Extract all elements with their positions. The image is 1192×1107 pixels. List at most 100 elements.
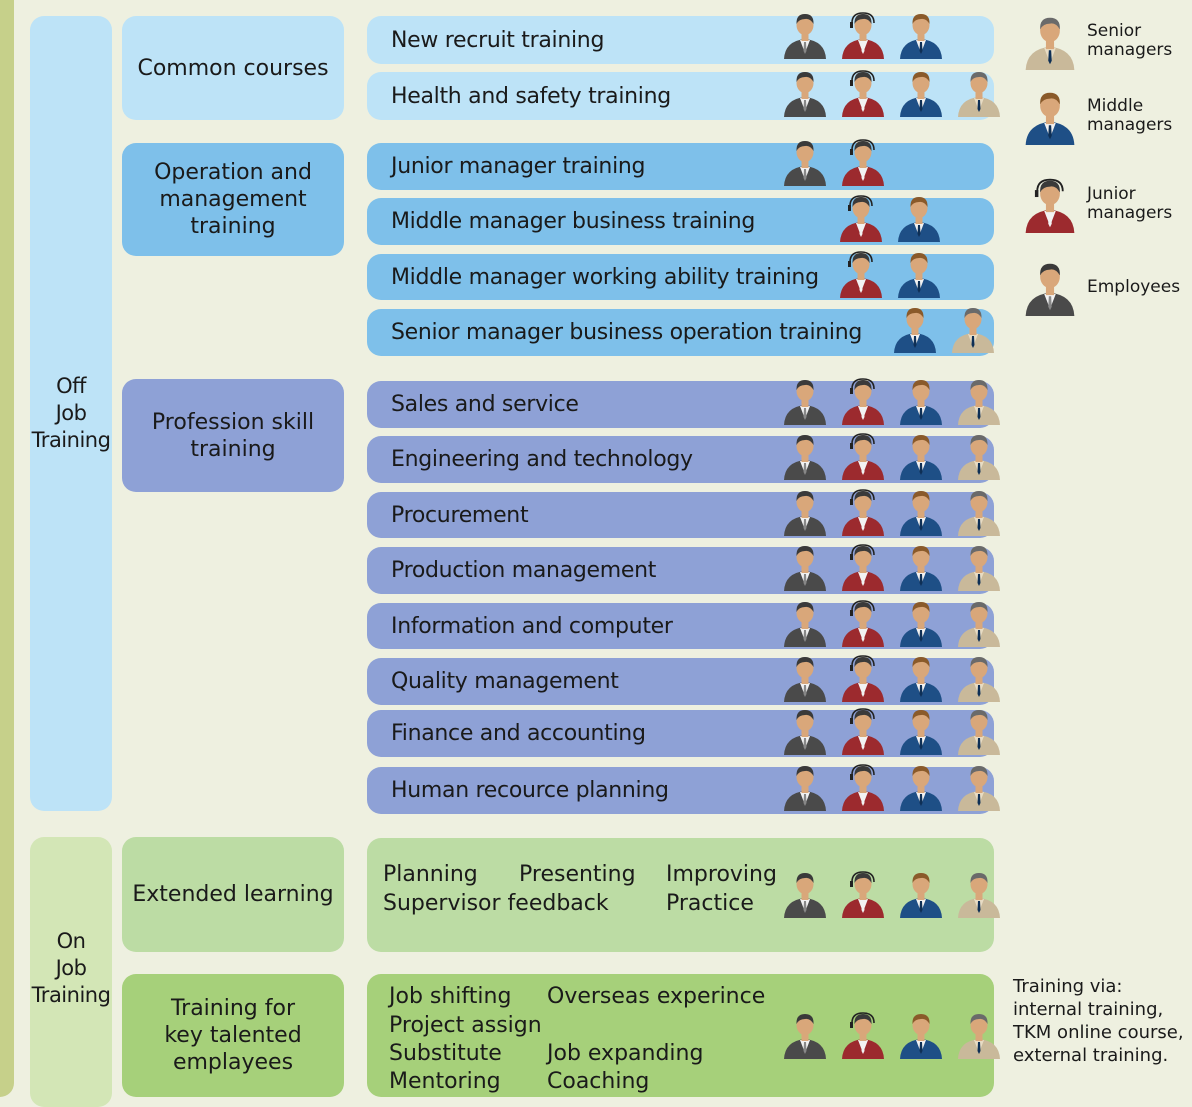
course-label: Sales and service	[391, 392, 579, 417]
category-key-talent-label: Training for key talented emplayees	[164, 996, 302, 1075]
junior-person-icon	[834, 705, 892, 755]
junior-person-icon	[834, 375, 892, 425]
course-label: Engineering and technology	[391, 447, 693, 472]
employee-person-icon	[776, 67, 834, 117]
people-group	[776, 9, 950, 59]
middle-person-icon	[892, 1009, 950, 1059]
middle-person-icon	[892, 652, 950, 702]
employee-person-icon	[776, 705, 834, 755]
off-job-training-label: Off Job Training	[31, 374, 111, 452]
middle-person-icon	[892, 486, 950, 536]
junior-person-icon	[834, 9, 892, 59]
legend-label: Senior managers	[1087, 21, 1173, 60]
junior-person-icon	[834, 597, 892, 647]
course-bar: Health and safety training	[367, 70, 1000, 120]
middle-person-icon	[892, 430, 950, 480]
people-group	[776, 1009, 1008, 1059]
course-label: Procurement	[391, 502, 529, 528]
course-label: Senior manager business operation traini…	[391, 320, 863, 345]
category-operation-label: Operation and management training	[154, 160, 312, 239]
middle-person-icon	[892, 9, 950, 59]
extended-learning-box: Planning Presenting Improving Supervisor…	[367, 838, 1000, 952]
employee-person-icon	[776, 597, 834, 647]
course-bar: Sales and service	[367, 378, 1000, 428]
people-group	[776, 375, 1008, 425]
course-bar: Information and computer	[367, 600, 1000, 649]
senior-person-icon	[950, 375, 1008, 425]
employee-person-icon	[776, 541, 834, 591]
junior-person-icon	[834, 761, 892, 811]
senior-person-icon	[950, 1009, 1008, 1059]
middle-person-icon	[890, 192, 948, 242]
senior-manager-icon	[1021, 12, 1079, 70]
middle-person-icon	[892, 868, 950, 918]
item-coaching: Coaching	[547, 1069, 650, 1094]
people-group	[776, 761, 1008, 811]
employee-person-icon	[776, 486, 834, 536]
employee-person-icon	[776, 375, 834, 425]
employee-person-icon	[776, 9, 834, 59]
people-group	[776, 541, 1008, 591]
junior-person-icon	[834, 1009, 892, 1059]
item-overseas: Overseas experince	[547, 984, 766, 1009]
course-bar: Middle manager business training	[367, 195, 994, 245]
senior-person-icon	[950, 652, 1008, 702]
senior-person-icon	[950, 868, 1008, 918]
junior-person-icon	[832, 192, 890, 242]
category-key-talent: Training for key talented emplayees	[122, 974, 344, 1097]
middle-person-icon	[892, 597, 950, 647]
key-talent-box: Job shifting Overseas experince Project …	[367, 974, 1000, 1097]
item-substitute: Substitute	[389, 1041, 502, 1066]
course-label: Middle manager business training	[391, 209, 756, 234]
legend-label: Employees	[1087, 276, 1181, 297]
category-profession-skill: Profession skill training	[122, 379, 344, 492]
employee-person-icon	[776, 868, 834, 918]
middle-person-icon	[892, 375, 950, 425]
employee-person-icon	[776, 652, 834, 702]
training-note: Training via: internal training, TKM onl…	[1013, 976, 1184, 1066]
senior-person-icon	[950, 486, 1008, 536]
middle-person-icon	[892, 541, 950, 591]
category-operation-management: Operation and management training	[122, 143, 344, 256]
course-label: Information and computer	[391, 613, 673, 639]
course-label: Finance and accounting	[391, 721, 646, 746]
category-extended-label: Extended learning	[132, 882, 334, 907]
legend-label: Middle managers	[1087, 96, 1173, 135]
course-label: Human recource planning	[391, 778, 669, 803]
middle-person-icon	[892, 705, 950, 755]
people-group	[776, 67, 1008, 117]
senior-person-icon	[950, 430, 1008, 480]
item-job-expanding: Job expanding	[547, 1041, 704, 1066]
legend-junior: Junior managers	[1021, 175, 1172, 233]
legend-label: Junior managers	[1087, 184, 1173, 223]
course-label: Junior manager training	[391, 154, 646, 179]
senior-person-icon	[950, 597, 1008, 647]
people-group	[832, 248, 948, 298]
junior-person-icon	[834, 486, 892, 536]
category-profession-label: Profession skill training	[151, 409, 315, 462]
item-mentoring: Mentoring	[389, 1069, 501, 1094]
junior-person-icon	[834, 430, 892, 480]
people-group	[776, 868, 1008, 918]
course-bar: Procurement	[367, 489, 1000, 538]
left-edge-strip	[0, 0, 14, 1097]
people-group	[776, 136, 892, 186]
course-bar: Finance and accounting	[367, 708, 1000, 757]
people-group	[776, 705, 1008, 755]
employee-person-icon	[776, 430, 834, 480]
on-job-training-label: On Job Training	[31, 928, 111, 1007]
people-group	[776, 597, 1008, 647]
course-label: Production management	[391, 558, 657, 583]
junior-person-icon	[834, 67, 892, 117]
people-group	[776, 430, 1008, 480]
people-group	[832, 192, 948, 242]
item-practice: Practice	[666, 891, 754, 916]
employee-person-icon	[776, 136, 834, 186]
junior-person-icon	[834, 136, 892, 186]
course-bar: Quality management	[367, 655, 1000, 705]
middle-person-icon	[892, 761, 950, 811]
course-bar: Middle manager working ability training	[367, 251, 994, 300]
off-job-training-section: Off Job Training	[30, 16, 112, 811]
course-bar: Junior manager training	[367, 139, 994, 190]
senior-person-icon	[950, 705, 1008, 755]
